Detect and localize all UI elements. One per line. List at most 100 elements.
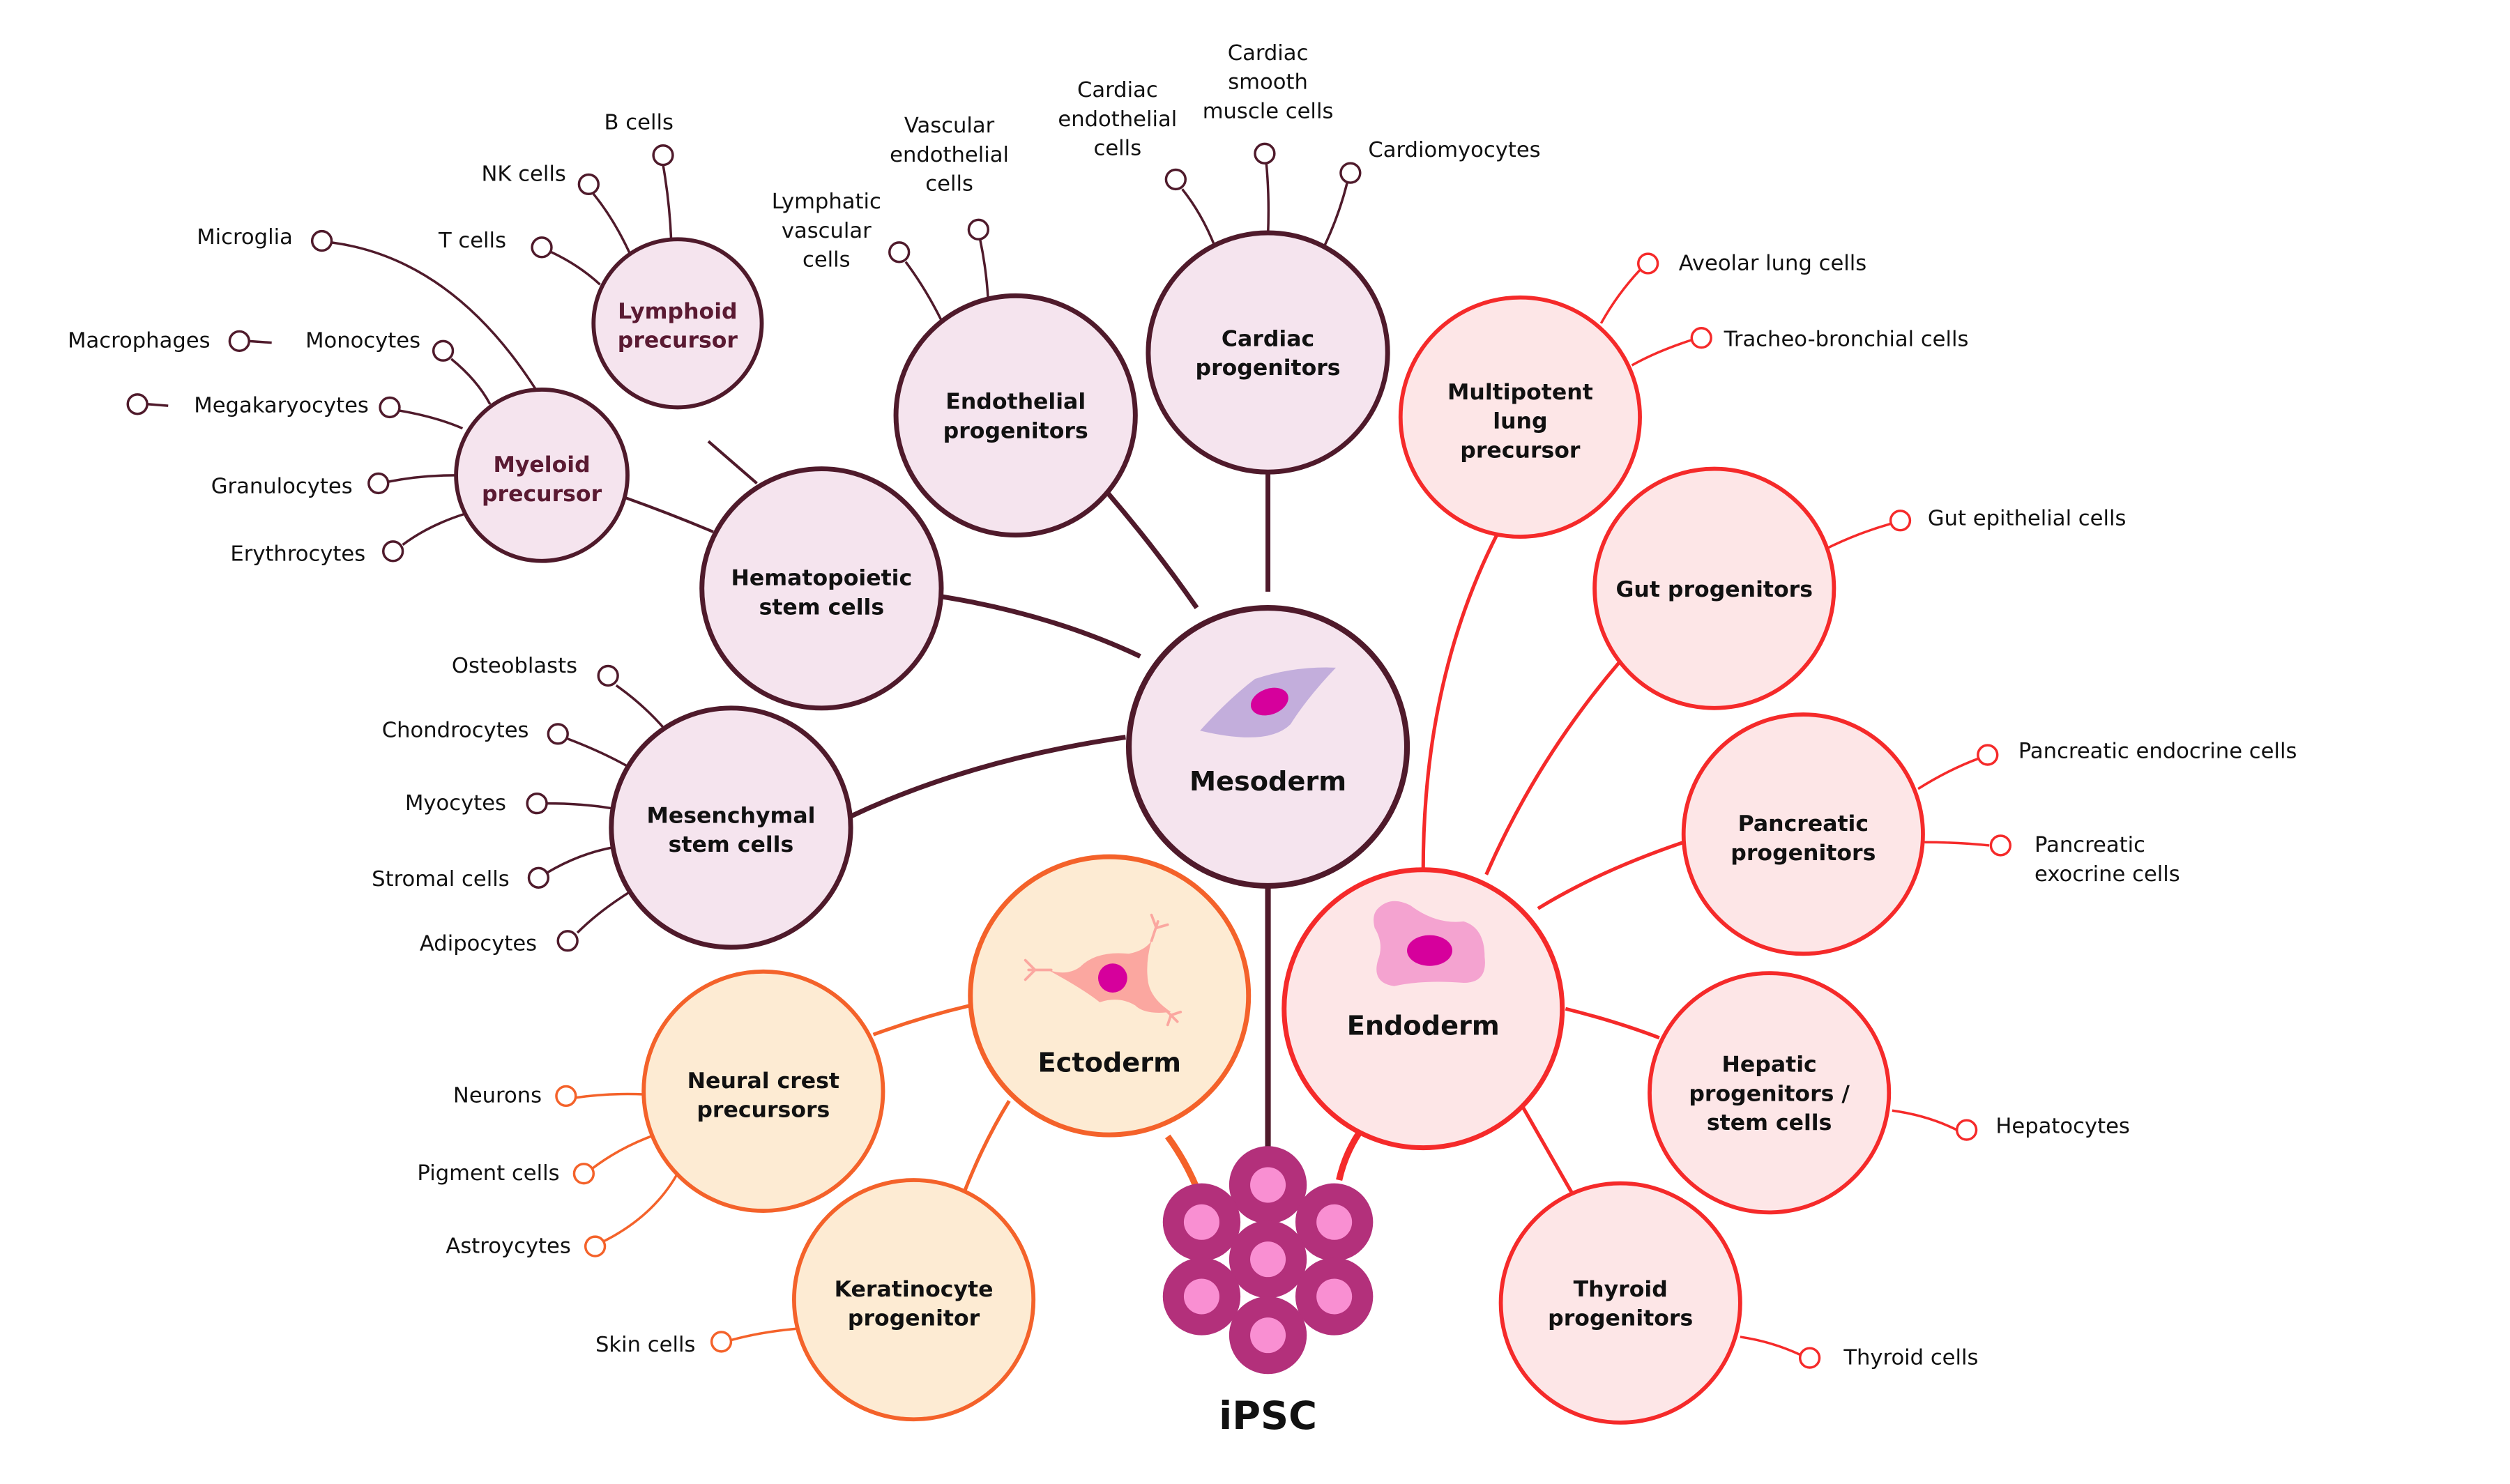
leaf-label-adipocytes: Adipocytes <box>420 932 537 956</box>
neural-crest-node[interactable]: Neural crest precursors <box>641 969 885 1213</box>
edge-endothelial-vascular <box>978 238 990 301</box>
leaf-label-cardiac-smooth-2: smooth <box>1228 70 1308 95</box>
ectoderm-leaf-markers <box>555 1085 733 1353</box>
thyroid-label-line1: Thyroid <box>1574 1277 1668 1302</box>
leaf-label-hepatocytes: Hepatocytes <box>1995 1115 2130 1139</box>
lung-label-line2: lung <box>1493 409 1547 434</box>
keratinocyte-node[interactable]: Keratinocyte progenitor <box>792 1178 1036 1422</box>
lymphoid-label-line1: Lymphoid <box>618 299 737 324</box>
thyroid-node[interactable]: Thyroid progenitors <box>1498 1181 1742 1425</box>
ectoderm-connectors <box>575 1004 1200 1342</box>
edge-neuralcrest-pigment <box>591 1133 656 1170</box>
lymphoid-node[interactable]: Lymphoid precursor <box>591 237 764 410</box>
pancreatic-node[interactable]: Pancreatic progenitors <box>1681 712 1925 956</box>
cardiac-label-line2: progenitors <box>1196 355 1341 381</box>
ipsc-cell <box>1229 1296 1307 1375</box>
edge-myeloid-monocytes <box>450 358 492 405</box>
ectoderm-node[interactable]: Ectoderm <box>968 854 1252 1138</box>
ipsc-cell <box>1229 1220 1307 1299</box>
leaf-marker-erythrocytes <box>382 540 404 563</box>
edge-thyroid-cells <box>1740 1336 1801 1356</box>
leaf-label-lymphatic-3: cells <box>803 248 851 273</box>
edge-myeloid-microglia <box>331 241 538 392</box>
leaf-label-lymphatic-2: vascular <box>782 219 872 243</box>
gut-node[interactable]: Gut progenitors <box>1592 466 1836 710</box>
leaf-marker-granulocytes <box>367 472 390 495</box>
leaf-label-panc-endo: Pancreatic endocrine cells <box>2018 740 2297 764</box>
lung-node[interactable]: Multipotent lung precursor <box>1398 295 1642 539</box>
endothelial-label-line2: progenitors <box>943 418 1088 443</box>
gut-label-line1: Gut progenitors <box>1616 577 1813 602</box>
endoderm-cell-icon <box>1374 901 1485 986</box>
leaf-label-bcells: B cells <box>604 111 674 135</box>
leaf-label-cardiac-smooth-1: Cardiac <box>1228 41 1309 66</box>
endothelial-node[interactable]: Endothelial progenitors <box>893 293 1138 538</box>
ipsc-cell <box>1162 1183 1241 1261</box>
edge-endoderm-pancreatic <box>1537 839 1689 910</box>
leaf-marker-macrophages <box>228 330 250 352</box>
neural-crest-label-line2: precursors <box>697 1098 830 1123</box>
keratinocyte-label-line2: progenitor <box>848 1306 980 1331</box>
endothelial-label-line1: Endothelial <box>945 390 1086 415</box>
myeloid-label-line2: precursor <box>482 482 602 507</box>
leaf-marker-lymphatic <box>888 241 911 263</box>
edge-pancreatic-exocrine <box>1924 841 1990 847</box>
mesenchymal-label-line1: Mesenchymal <box>646 803 815 828</box>
edge-lymphoid-bcells <box>662 165 673 240</box>
edge-endothelial-lymphatic <box>904 261 943 321</box>
edge-hematopoietic-myeloid <box>625 496 714 533</box>
endoderm-connectors <box>1336 269 1990 1356</box>
endoderm-leaf-labels: Aveolar lung cells Tracheo-bronchial cel… <box>1679 251 2297 1370</box>
leaf-label-neurons: Neurons <box>453 1084 542 1108</box>
leaf-label-chondrocytes: Chondrocytes <box>382 719 529 743</box>
leaf-label-nkcells: NK cells <box>482 162 566 187</box>
hepatic-node[interactable]: Hepatic progenitors / stem cells <box>1648 971 1892 1215</box>
mesoderm-node[interactable]: Mesoderm <box>1126 604 1410 889</box>
leaf-marker-myocytes <box>526 792 548 815</box>
leaf-label-gut-epi: Gut epithelial cells <box>1928 507 2126 531</box>
lung-label-line1: Multipotent <box>1447 380 1593 405</box>
leaf-marker-microglia <box>310 229 333 252</box>
leaf-label-cardiac-endo-3: cells <box>1094 137 1142 161</box>
cardiac-label-line1: Cardiac <box>1222 326 1314 351</box>
edge-endoderm-hepatic <box>1565 1007 1660 1040</box>
myeloid-node[interactable]: Myeloid precursor <box>454 388 630 563</box>
mesenchymal-node[interactable]: Mesenchymal stem cells <box>609 705 853 950</box>
ipsc-cell <box>1229 1146 1307 1224</box>
leaf-marker-chondrocytes <box>547 723 569 745</box>
thyroid-label-line2: progenitors <box>1548 1306 1693 1331</box>
hematopoietic-node[interactable]: Hematopoietic stem cells <box>699 466 944 711</box>
leaf-label-cardiac-endo-2: endothelial <box>1058 107 1177 132</box>
keratinocyte-label-line1: Keratinocyte <box>835 1277 994 1302</box>
leaf-label-pigment: Pigment cells <box>417 1161 559 1186</box>
edge-gut-epithelial <box>1823 522 1892 551</box>
leaf-label-myocytes: Myocytes <box>405 791 506 816</box>
ipsc-cluster-icon <box>1162 1146 1374 1375</box>
endoderm-label: Endoderm <box>1347 1010 1500 1041</box>
cardiac-node[interactable]: Cardiac progenitors <box>1146 230 1390 475</box>
hematopoietic-label-line2: stem cells <box>759 595 885 620</box>
leaf-label-vascular-3: cells <box>925 172 973 197</box>
leaf-marker-adipocytes <box>556 930 579 952</box>
leaf-marker-vascular <box>967 218 990 240</box>
leaf-label-panc-exo-1: Pancreatic <box>2034 833 2145 857</box>
leaf-marker-gut-epi <box>1889 510 1912 532</box>
mesoderm-connectors <box>146 163 1348 1152</box>
leaf-marker-hepatocytes <box>1955 1119 1978 1141</box>
leaf-marker-osteoblasts <box>597 664 619 687</box>
edge-mesenchymal-osteoblasts <box>615 684 666 730</box>
endoderm-node[interactable]: Endoderm <box>1281 867 1565 1151</box>
pancreatic-label-line2: progenitors <box>1731 841 1876 866</box>
mesoderm-leaf-labels: B cells NK cells T cells Microglia Macro… <box>68 41 1541 956</box>
pancreatic-label-line1: Pancreatic <box>1738 811 1869 836</box>
edge-myeloid-erythrocytes <box>402 512 465 546</box>
edge-lung-aveolar <box>1599 269 1641 324</box>
edge-cardiac-cardiomyocytes <box>1323 182 1348 247</box>
ipsc-cell <box>1295 1183 1374 1261</box>
leaf-label-aveolar: Aveolar lung cells <box>1679 251 1867 275</box>
edge-mesoderm-hematopoietic <box>941 594 1141 659</box>
leaf-label-macrophages: Macrophages <box>68 329 210 353</box>
leaf-label-lymphatic-1: Lymphatic <box>772 190 881 214</box>
leaf-marker-bcells <box>652 144 674 167</box>
ipsc-cell <box>1162 1257 1241 1336</box>
